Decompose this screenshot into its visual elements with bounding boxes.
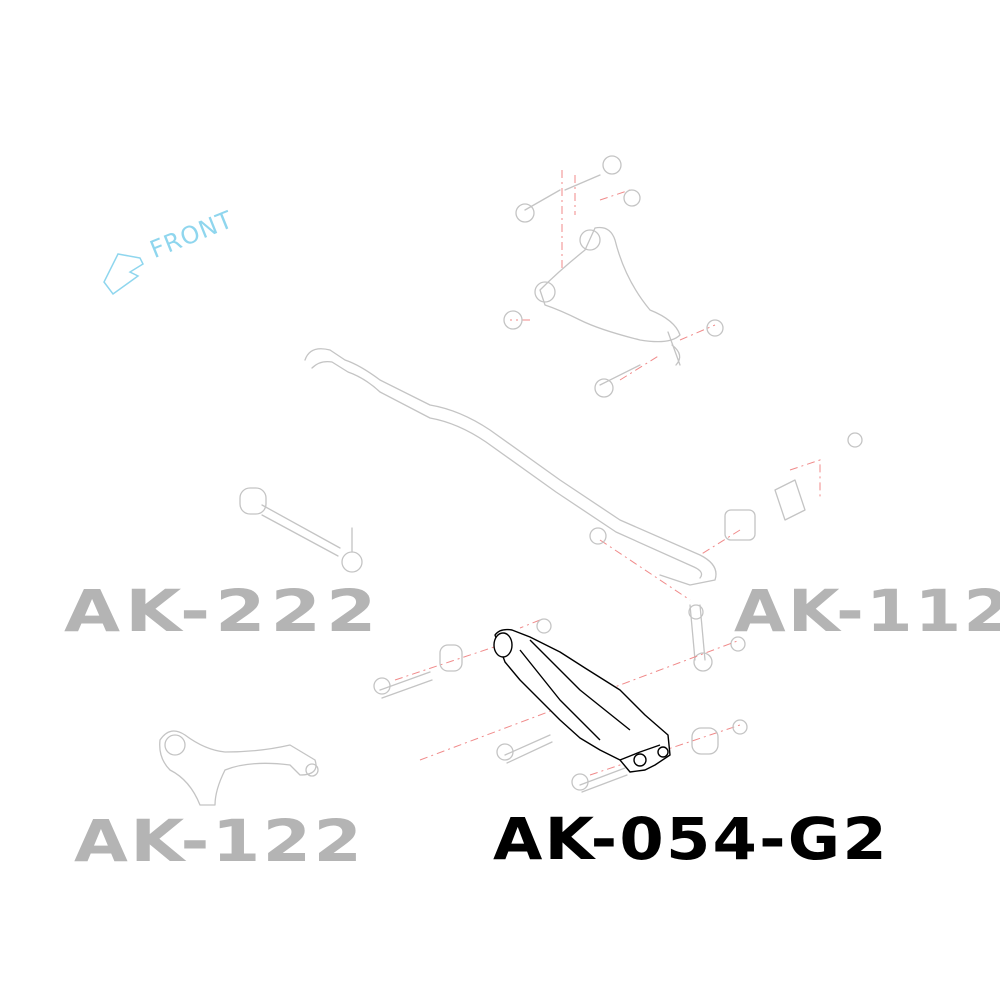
hardware — [373, 618, 748, 793]
part-label-ak-054-g2[interactable]: AK-054-G2 — [493, 805, 889, 873]
lateral-link-part — [239, 487, 363, 573]
part-label-ak-122[interactable]: AK-122 — [74, 807, 365, 875]
upper-arm-assembly — [503, 155, 724, 398]
part-label-ak-222[interactable]: AK-222 — [64, 577, 382, 645]
lower-arm-part-highlighted — [493, 628, 671, 773]
toe-arm-part — [159, 730, 319, 806]
sway-bar — [304, 348, 863, 672]
front-arrow-icon — [103, 253, 144, 296]
part-label-ak-112[interactable]: AK-112 — [734, 577, 1000, 645]
